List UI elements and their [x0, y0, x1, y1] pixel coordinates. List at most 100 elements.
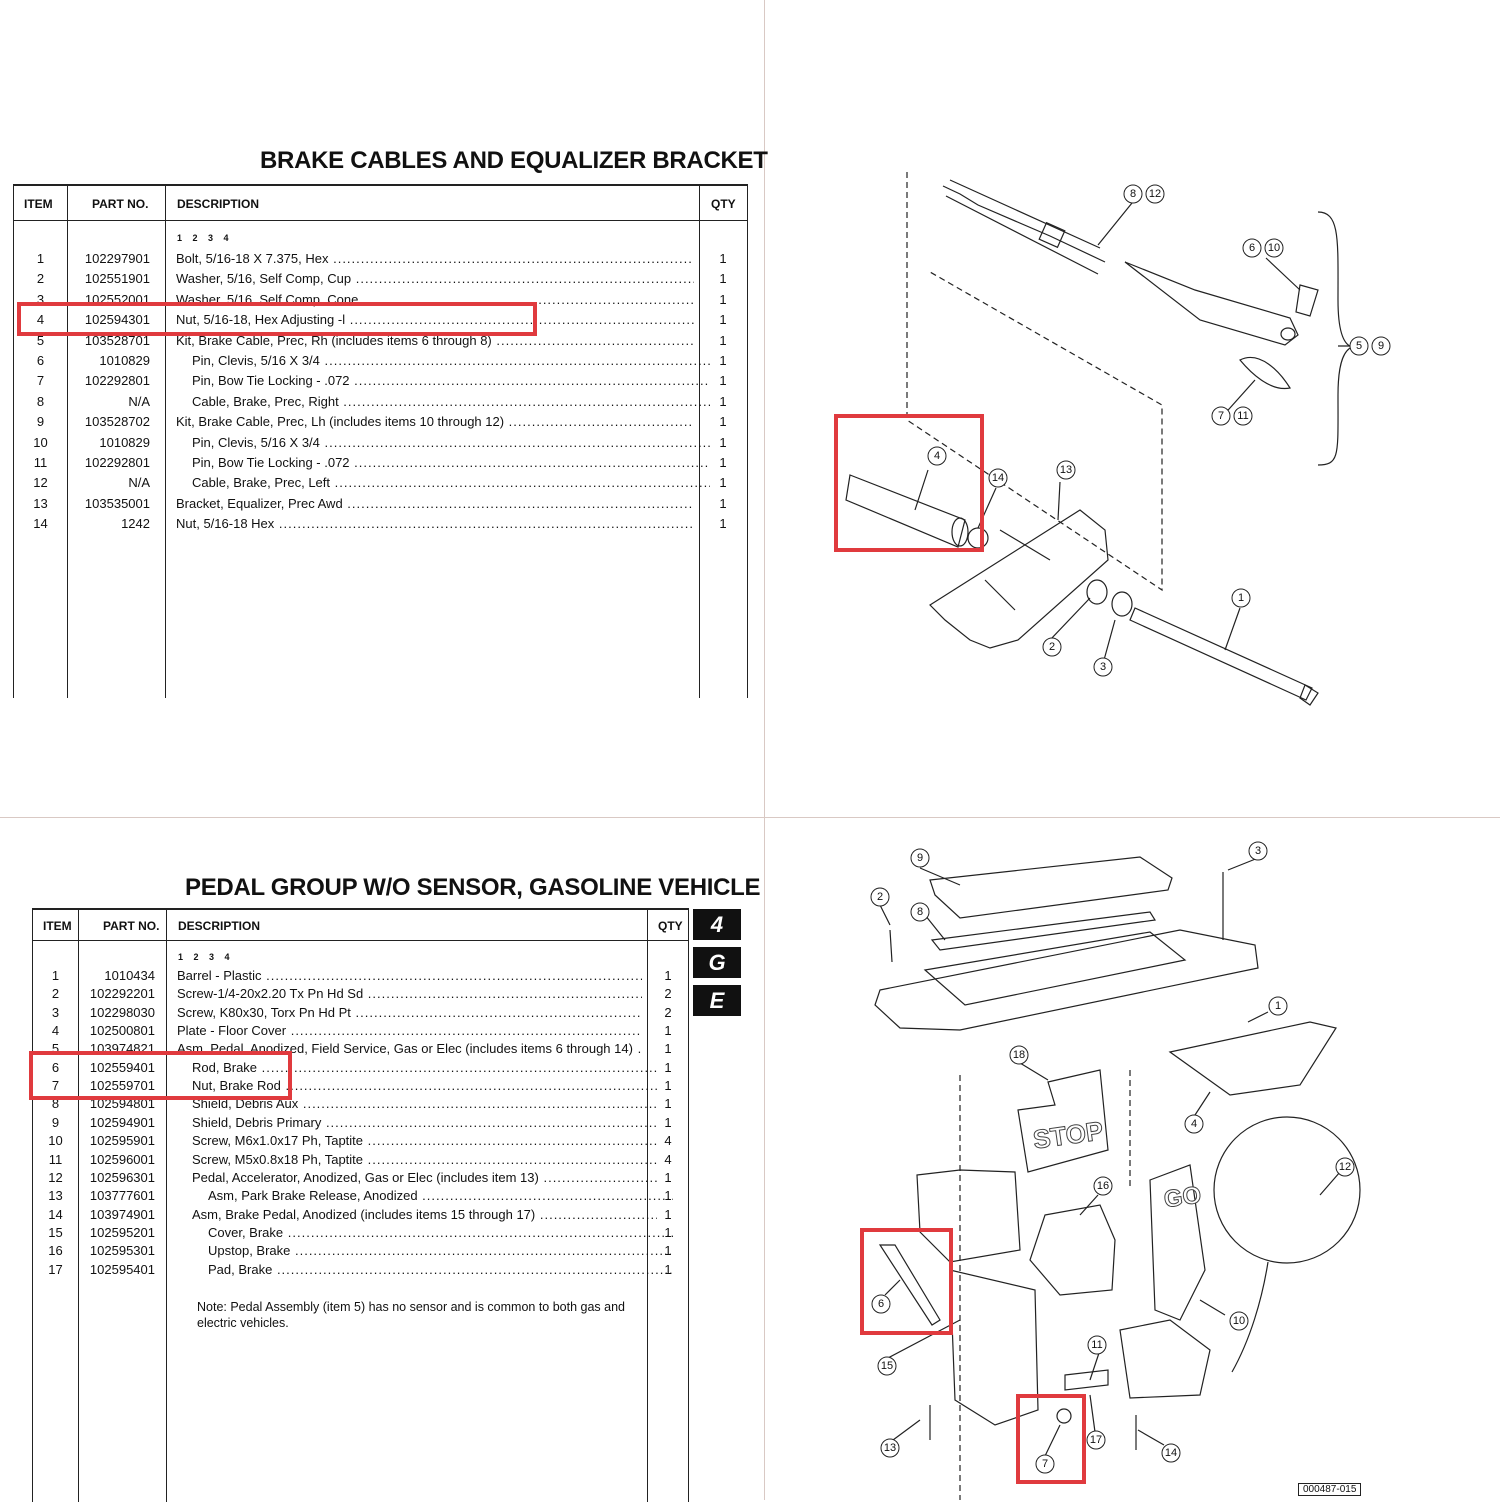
svg-text:6: 6	[878, 1298, 884, 1310]
cell-desc: Pad, Brake	[177, 1262, 673, 1277]
svg-text:10: 10	[1233, 1315, 1245, 1327]
cell-item: 2	[36, 271, 45, 287]
section-tab-g[interactable]: G	[693, 947, 741, 978]
highlight-item-6-diagram	[860, 1228, 953, 1335]
cell-qty: 1	[719, 271, 727, 287]
cell-desc: Screw, K80x30, Torx Pn Hd Pt	[177, 1005, 642, 1020]
cell-part: 102594301	[84, 312, 150, 328]
cell-desc: Screw, M5x0.8x18 Ph, Taptite	[177, 1152, 657, 1167]
cell-qty: 1	[719, 393, 727, 409]
cell-desc: Pin, Bow Tie Locking - .072	[176, 455, 710, 470]
pedal-note: Note: Pedal Assembly (item 5) has no sen…	[197, 1300, 626, 1330]
cell-desc: Upstop, Brake	[177, 1243, 673, 1258]
highlight-item-4-diagram	[834, 414, 984, 552]
section-tab-e[interactable]: E	[693, 985, 741, 1016]
callout-12: 12	[1145, 184, 1165, 204]
cell-part: 103535001	[84, 495, 150, 511]
svg-text:9: 9	[917, 852, 923, 864]
cell-qty: 4	[664, 1133, 672, 1149]
svg-text:10: 10	[1268, 242, 1280, 254]
callout-1: 1	[1231, 588, 1251, 608]
cell-qty: 2	[664, 986, 672, 1002]
cell-desc: Kit, Brake Cable, Prec, Rh (includes ite…	[176, 333, 694, 348]
svg-text:5: 5	[1356, 340, 1362, 352]
table-header	[14, 186, 747, 221]
section-title-pedal-group: PEDAL GROUP W/O SENSOR, GASOLINE VEHICLE	[185, 874, 761, 901]
cell-desc: Washer, 5/16, Self Comp, Cup	[176, 271, 694, 286]
cell-qty: 1	[719, 495, 727, 511]
cell-qty: 1	[719, 434, 727, 450]
section-tab-4[interactable]: 4	[693, 909, 741, 940]
cell-desc: Plate - Floor Cover	[177, 1023, 642, 1038]
svg-text:3: 3	[1100, 661, 1106, 673]
cell-item: 7	[36, 373, 45, 389]
cell-qty: 1	[664, 1243, 672, 1259]
cell-item: 16	[48, 1243, 63, 1259]
svg-text:2: 2	[1049, 641, 1055, 653]
cell-qty: 1	[664, 1114, 672, 1130]
cell-part: 102595201	[89, 1224, 155, 1240]
svg-text:1: 1	[1275, 1000, 1281, 1012]
indent-levels: 1 2 3 4	[177, 233, 233, 243]
cell-qty: 1	[719, 475, 727, 491]
cell-desc: Shield, Debris Aux	[177, 1096, 657, 1111]
svg-text:14: 14	[992, 472, 1004, 484]
svg-text:12: 12	[1149, 188, 1161, 200]
cell-desc: Nut, Brake Rod	[177, 1078, 657, 1093]
cell-part: N/A	[128, 475, 150, 491]
cell-desc: Asm, Park Brake Release, Anodized	[177, 1188, 673, 1203]
svg-text:13: 13	[1060, 464, 1072, 476]
cell-item: 4	[51, 1023, 60, 1039]
cell-desc: Rod, Brake	[177, 1060, 657, 1075]
cell-part: 102595301	[89, 1243, 155, 1259]
cell-qty: 2	[664, 1004, 672, 1020]
cell-qty: 1	[664, 1041, 672, 1057]
cell-desc: Pin, Clevis, 5/16 X 3/4	[176, 435, 710, 450]
callout-1: 1	[1268, 996, 1288, 1016]
table-row: 16 102595301 Upstop, Brake1	[33, 1243, 688, 1261]
svg-text:1: 1	[1238, 592, 1244, 604]
cell-part: 1010829	[99, 434, 150, 450]
svg-text:3: 3	[1255, 845, 1261, 857]
cell-part: 102297901	[84, 251, 150, 266]
cell-item: 11	[48, 1151, 63, 1167]
cell-qty: 1	[664, 1206, 672, 1222]
header-description: DESCRIPTION	[178, 919, 261, 933]
callout-7: 7	[1035, 1454, 1055, 1474]
callout-14: 14	[1161, 1443, 1181, 1463]
cell-qty: 1	[719, 353, 727, 368]
svg-text:15: 15	[881, 1360, 893, 1372]
cell-desc: Kit, Brake Cable, Prec, Lh (includes ite…	[176, 414, 694, 429]
header-qty: QTY	[658, 919, 683, 933]
cell-part: 102594901	[89, 1114, 155, 1130]
cell-qty: 1	[664, 1224, 672, 1240]
cell-part: 102500801	[89, 1023, 155, 1039]
callout-3: 3	[1093, 657, 1113, 677]
svg-text:14: 14	[1165, 1447, 1177, 1459]
svg-text:12: 12	[1339, 1161, 1351, 1173]
callout-4: 4	[1184, 1114, 1204, 1134]
cell-part: 103528701	[84, 332, 150, 348]
cell-item: 14	[33, 516, 48, 532]
callout-9: 9	[910, 848, 930, 868]
table-header	[33, 910, 688, 941]
cell-part: 102292201	[89, 986, 155, 1002]
svg-text:6: 6	[1249, 242, 1255, 254]
cell-qty: 1	[664, 1169, 672, 1185]
callout-13: 13	[880, 1438, 900, 1458]
cell-part: 102559701	[89, 1078, 155, 1094]
cell-part: 103974901	[89, 1206, 155, 1222]
